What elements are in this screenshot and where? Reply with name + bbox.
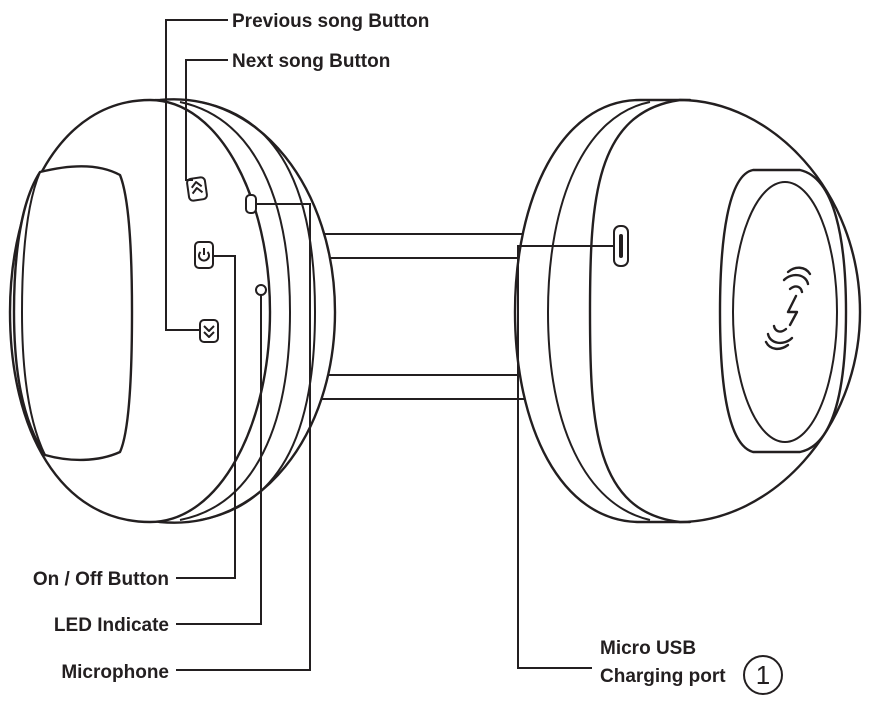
led-slot-icon [245,194,257,214]
micro-usb-label: Micro USB [600,638,696,659]
leader-lines [165,19,614,671]
on-off-button[interactable] [194,241,214,269]
previous-song-label: Previous song Button [232,11,429,32]
microphone-label: Microphone [61,662,169,683]
charging-port-label: Charging port [600,666,726,687]
left-earcup [8,98,337,524]
next-song-button[interactable] [199,319,219,343]
wireless-charging-icon [764,266,812,350]
led-indicate-label: LED Indicate [54,615,169,636]
right-earcup [513,98,862,524]
previous-song-button[interactable] [186,176,208,202]
callout-number: 1 [756,660,770,690]
on-off-label: On / Off Button [33,569,169,590]
callout-number-badge: 1 [743,655,783,695]
next-song-label: Next song Button [232,51,390,72]
microphone-hole-icon [255,284,267,296]
usb-port-icon [613,225,629,267]
